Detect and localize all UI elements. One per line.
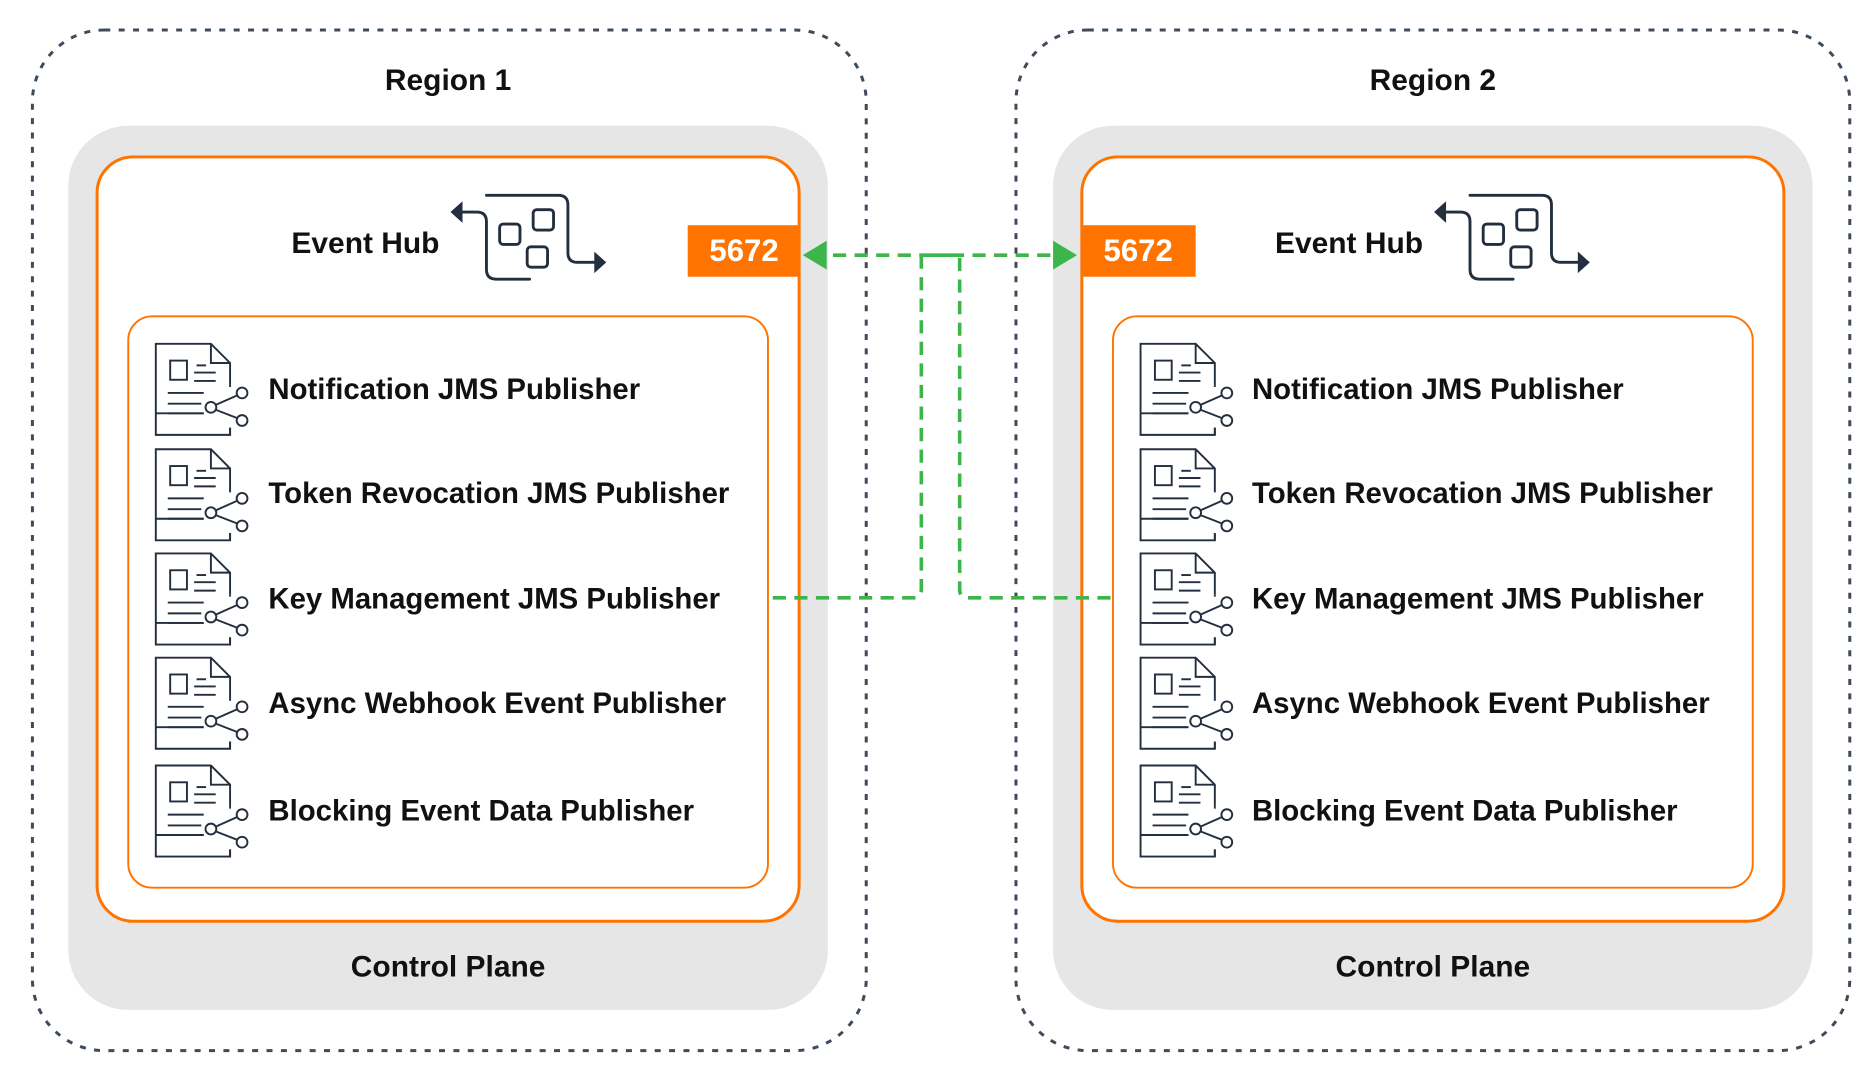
region-1-title: Region 1 bbox=[385, 64, 511, 97]
event-hub-label-2: Event Hub bbox=[1275, 227, 1423, 260]
publisher-label: Async Webhook Event Publisher bbox=[268, 687, 726, 720]
connections bbox=[772, 240, 1111, 600]
publisher-label: Key Management JMS Publisher bbox=[1252, 583, 1704, 616]
control-plane-label-1: Control Plane bbox=[351, 950, 546, 983]
publisher-item: Blocking Event Data Publisher bbox=[1139, 764, 1678, 858]
publisher-item: Notification JMS Publisher bbox=[1139, 342, 1624, 436]
publisher-item: Key Management JMS Publisher bbox=[1139, 552, 1704, 646]
arrowhead-right bbox=[1053, 240, 1078, 270]
publisher-label: Notification JMS Publisher bbox=[268, 373, 640, 406]
publisher-item: Token Revocation JMS Publisher bbox=[154, 448, 729, 542]
publisher-item: Notification JMS Publisher bbox=[154, 342, 640, 436]
region-2-boundary bbox=[1014, 28, 1852, 1053]
region-1-boundary bbox=[30, 28, 868, 1053]
publisher-item: Key Management JMS Publisher bbox=[154, 552, 720, 646]
publisher-label: Blocking Event Data Publisher bbox=[1252, 795, 1678, 828]
port-badge-1 bbox=[687, 225, 801, 277]
event-hub-label-1: Event Hub bbox=[291, 227, 439, 260]
arrowhead-left bbox=[802, 240, 827, 270]
publisher-item: Async Webhook Event Publisher bbox=[1139, 656, 1710, 750]
port-label-2: 5672 bbox=[1104, 233, 1173, 268]
control-plane-label-2: Control Plane bbox=[1336, 950, 1531, 983]
port-label-1: 5672 bbox=[709, 233, 778, 268]
publisher-label: Async Webhook Event Publisher bbox=[1252, 687, 1710, 720]
connector-r1-key-mgmt-to-r2-hub bbox=[772, 253, 1061, 600]
publisher-label: Blocking Event Data Publisher bbox=[268, 795, 694, 828]
publisher-label: Token Revocation JMS Publisher bbox=[268, 477, 729, 510]
publisher-label: Token Revocation JMS Publisher bbox=[1252, 477, 1713, 510]
publishers-box-1 bbox=[127, 315, 769, 889]
publishers-box-2 bbox=[1112, 315, 1754, 889]
publisher-label: Key Management JMS Publisher bbox=[268, 583, 720, 616]
publisher-item: Token Revocation JMS Publisher bbox=[1139, 448, 1713, 542]
port-badge-2 bbox=[1081, 225, 1196, 277]
publisher-label: Notification JMS Publisher bbox=[1252, 373, 1624, 406]
publisher-item: Blocking Event Data Publisher bbox=[154, 764, 694, 858]
region-2: Region 2 Event Hub 5672 Notification JMS… bbox=[1014, 28, 1852, 1053]
region-2-title: Region 2 bbox=[1370, 64, 1496, 97]
publisher-item: Async Webhook Event Publisher bbox=[154, 656, 726, 750]
region-1: Region 1 Event Hub 5672 Notification JMS… bbox=[30, 28, 868, 1053]
connector-r2-key-mgmt-to-r1-hub bbox=[819, 253, 1111, 600]
